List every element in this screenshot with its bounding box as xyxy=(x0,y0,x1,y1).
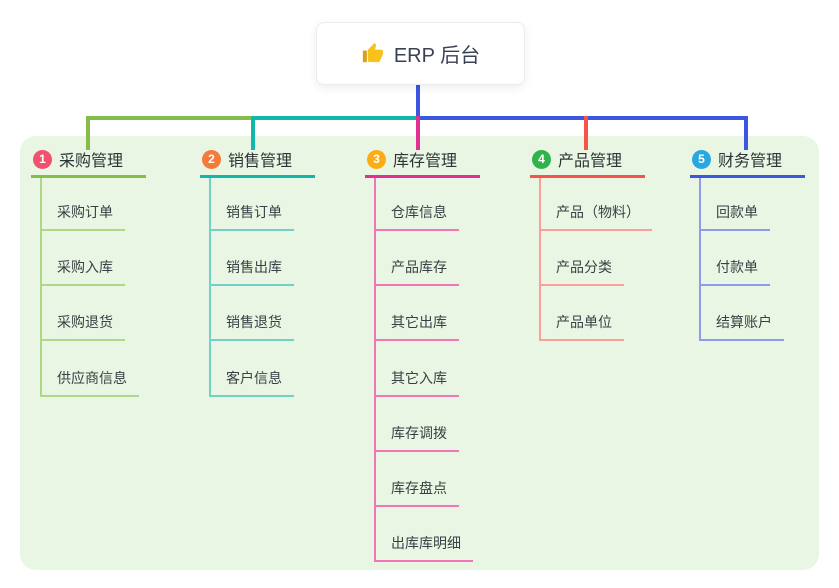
branch-title-label: 产品管理 xyxy=(558,153,623,170)
child-node-label: 其它出库 xyxy=(391,314,447,330)
root-node[interactable]: ERP 后台 xyxy=(316,22,525,85)
child-node-label: 客户信息 xyxy=(226,370,282,386)
child-node[interactable]: 采购订单 xyxy=(40,201,125,231)
branch-number-badge: 4 xyxy=(532,149,551,169)
child-node[interactable]: 回款单 xyxy=(699,201,770,231)
child-node-label: 产品单位 xyxy=(556,314,612,330)
child-node[interactable]: 结算账户 xyxy=(699,311,784,341)
branch-drop-line xyxy=(584,116,588,150)
branch-title-underline xyxy=(690,175,805,178)
child-node-label: 库存盘点 xyxy=(391,480,447,496)
children-connector-line xyxy=(374,178,376,562)
child-node[interactable]: 销售退货 xyxy=(209,311,294,341)
child-node-label: 采购订单 xyxy=(57,204,113,220)
branch-number-badge: 5 xyxy=(692,149,711,169)
child-node[interactable]: 库存盘点 xyxy=(374,477,459,507)
branch-number-badge: 2 xyxy=(202,149,221,169)
child-node-label: 销售出库 xyxy=(226,259,282,275)
child-node[interactable]: 库存调拨 xyxy=(374,422,459,452)
child-node-label: 付款单 xyxy=(716,259,758,275)
trunk-line-segment xyxy=(416,116,748,120)
children-connector-line xyxy=(539,178,541,341)
child-node[interactable]: 产品分类 xyxy=(539,256,624,286)
children-connector-line xyxy=(40,178,42,397)
branch-drop-line xyxy=(86,116,90,150)
child-node-label: 其它入库 xyxy=(391,370,447,386)
branch-title[interactable]: 3 库存管理 xyxy=(367,147,457,171)
child-node[interactable]: 供应商信息 xyxy=(40,367,139,397)
child-node-label: 仓库信息 xyxy=(391,204,447,220)
child-node-label: 出库库明细 xyxy=(391,535,461,551)
child-node-label: 供应商信息 xyxy=(57,370,127,386)
child-node[interactable]: 仓库信息 xyxy=(374,201,459,231)
child-node-label: 库存调拨 xyxy=(391,425,447,441)
branch-title-label: 库存管理 xyxy=(393,153,458,170)
branch-drop-line xyxy=(251,116,255,150)
child-node-label: 采购入库 xyxy=(57,259,113,275)
child-node[interactable]: 付款单 xyxy=(699,256,770,286)
branch-title-label: 财务管理 xyxy=(718,153,783,170)
branch-title-label: 销售管理 xyxy=(228,153,293,170)
child-node-label: 销售订单 xyxy=(226,204,282,220)
branch-title-underline xyxy=(200,175,315,178)
branch-title[interactable]: 4 产品管理 xyxy=(532,147,622,171)
child-node-label: 产品分类 xyxy=(556,259,612,275)
child-node[interactable]: 采购退货 xyxy=(40,311,125,341)
branch-title-underline xyxy=(31,175,146,178)
child-node[interactable]: 出库库明细 xyxy=(374,532,473,562)
children-connector-line xyxy=(699,178,701,341)
branch-title-label: 采购管理 xyxy=(59,153,124,170)
child-node-label: 销售退货 xyxy=(226,314,282,330)
branch-title[interactable]: 5 财务管理 xyxy=(692,147,782,171)
root-node-label: ERP 后台 xyxy=(393,45,481,67)
child-node[interactable]: 其它出库 xyxy=(374,311,459,341)
child-node-label: 产品库存 xyxy=(391,259,447,275)
child-node-label: 结算账户 xyxy=(716,314,772,330)
child-node[interactable]: 客户信息 xyxy=(209,367,294,397)
child-node[interactable]: 采购入库 xyxy=(40,256,125,286)
branch-drop-line xyxy=(416,116,420,150)
branch-title[interactable]: 1 采购管理 xyxy=(33,147,123,171)
branch-number-badge: 3 xyxy=(367,149,386,169)
child-node[interactable]: 产品单位 xyxy=(539,311,624,341)
child-node-label: 回款单 xyxy=(716,204,758,220)
children-connector-line xyxy=(209,178,211,397)
trunk-line-segment xyxy=(86,116,255,120)
branch-title[interactable]: 2 销售管理 xyxy=(202,147,292,171)
branch-number-badge: 1 xyxy=(33,149,52,169)
child-node[interactable]: 销售出库 xyxy=(209,256,294,286)
child-node-label: 产品（物料） xyxy=(556,204,640,220)
child-node[interactable]: 产品（物料） xyxy=(539,201,652,231)
branch-drop-line xyxy=(744,116,748,150)
root-connector-line xyxy=(416,84,420,120)
branch-title-underline xyxy=(530,175,645,178)
branch-title-underline xyxy=(365,175,480,178)
child-node-label: 采购退货 xyxy=(57,314,113,330)
trunk-line-segment xyxy=(251,116,418,120)
child-node[interactable]: 其它入库 xyxy=(374,367,459,397)
thumbs-up-icon xyxy=(361,42,384,65)
child-node[interactable]: 产品库存 xyxy=(374,256,459,286)
branches-panel xyxy=(20,136,819,570)
child-node[interactable]: 销售订单 xyxy=(209,201,294,231)
